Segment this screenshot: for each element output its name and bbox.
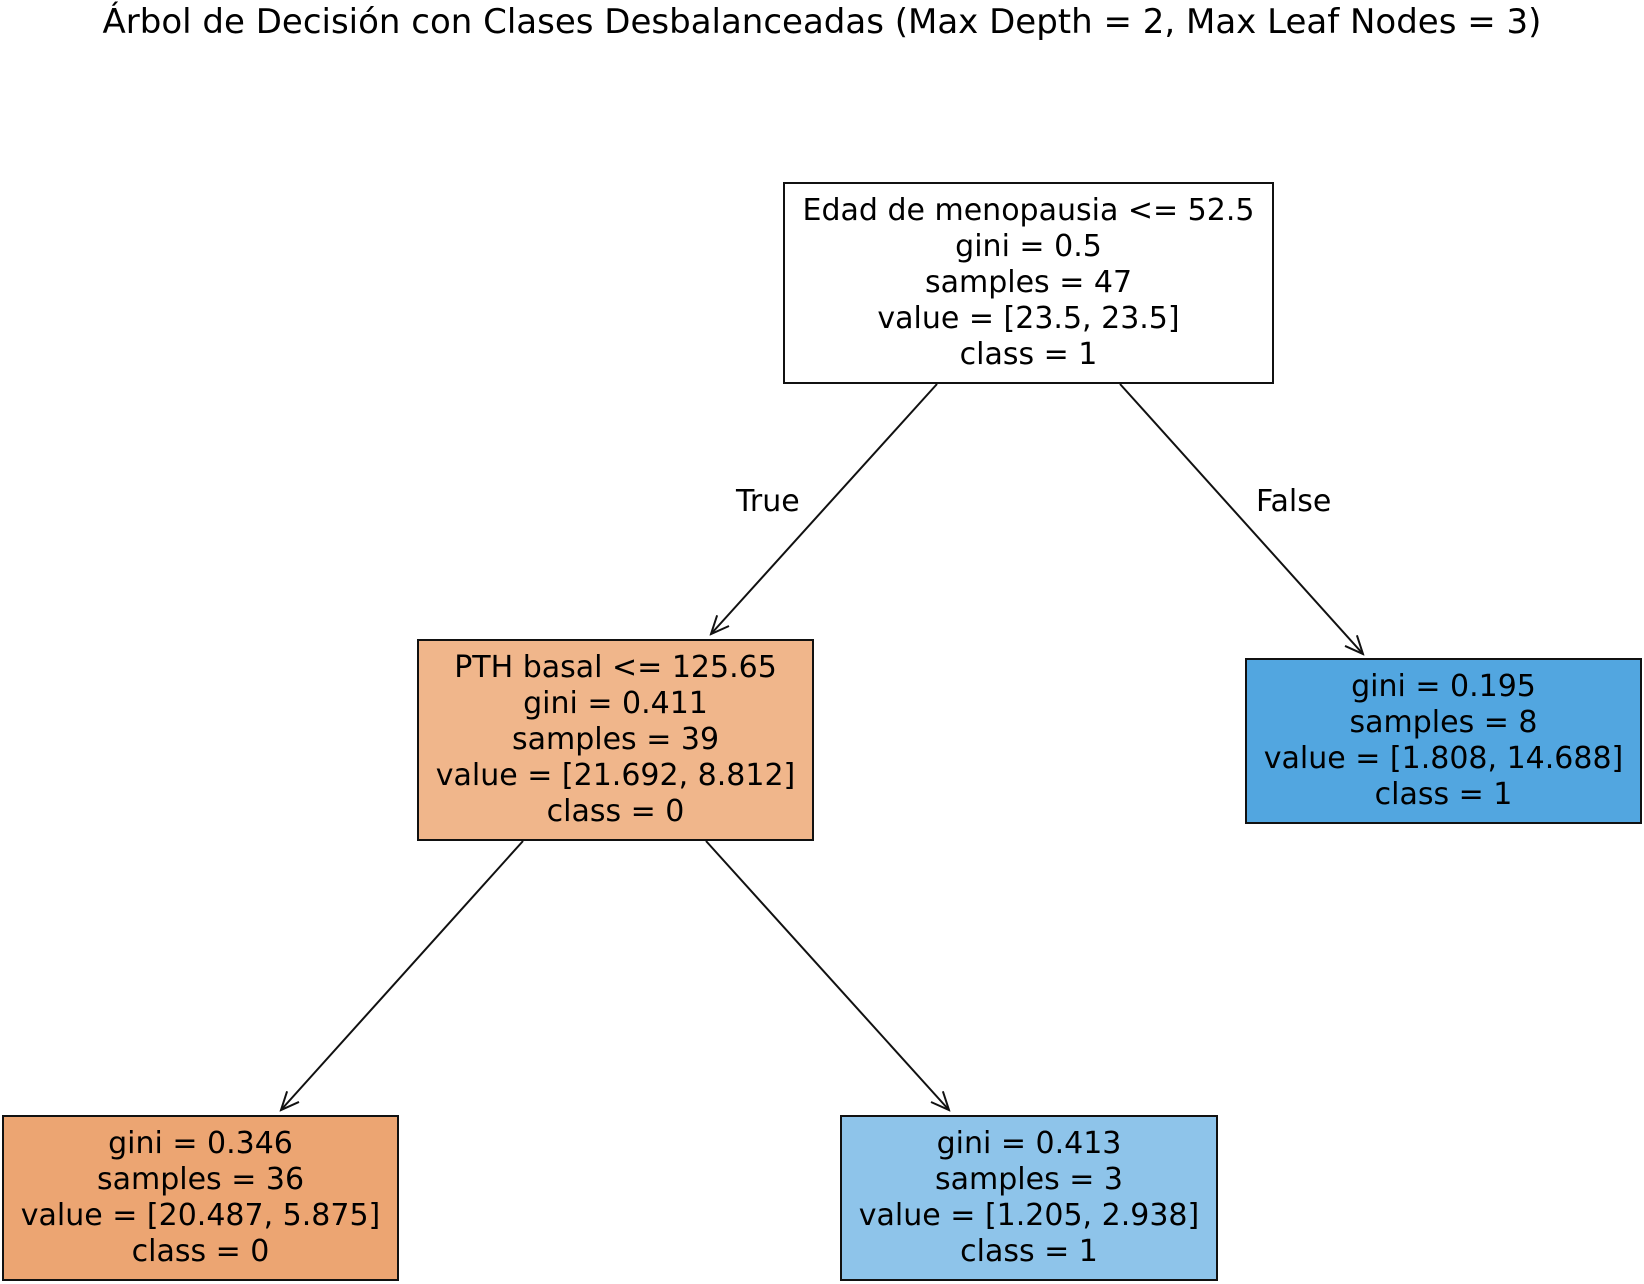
- node-root-gini: gini = 0.5: [955, 229, 1102, 264]
- node-left: PTH basal <= 125.65 gini = 0.411 samples…: [417, 639, 814, 841]
- edge-left-to-left-left-leaf: [281, 840, 524, 1110]
- node-root-samples: samples = 47: [924, 265, 1133, 300]
- node-left-left-leaf-samples: samples = 36: [96, 1162, 305, 1197]
- node-left-samples: samples = 39: [511, 722, 720, 757]
- node-root-class: class = 1: [959, 337, 1098, 372]
- node-left-right-leaf-value: value = [1.205, 2.938]: [858, 1198, 1200, 1233]
- node-left-left-leaf-value: value = [20.487, 5.875]: [20, 1198, 381, 1233]
- node-left-left-leaf-gini: gini = 0.346: [108, 1126, 293, 1161]
- node-left-gini: gini = 0.411: [523, 686, 708, 721]
- node-right-leaf-value: value = [1.808, 14.688]: [1263, 741, 1624, 776]
- edge-root-to-right-leaf: [1119, 383, 1363, 654]
- diagram-title: Árbol de Decisión con Clases Desbalancea…: [102, 2, 1542, 42]
- node-left-value: value = [21.692, 8.812]: [435, 758, 796, 793]
- node-root: Edad de menopausia <= 52.5 gini = 0.5 sa…: [783, 182, 1274, 384]
- node-left-right-leaf-gini: gini = 0.413: [936, 1126, 1122, 1161]
- node-left-split: PTH basal <= 125.65: [454, 650, 777, 685]
- edge-left-to-left-right-leaf: [705, 840, 949, 1110]
- node-left-right-leaf: gini = 0.413 samples = 3 value = [1.205,…: [840, 1115, 1218, 1281]
- node-right-leaf-gini: gini = 0.195: [1351, 669, 1536, 704]
- node-right-leaf-class: class = 1: [1374, 777, 1513, 812]
- node-root-value: value = [23.5, 23.5]: [877, 301, 1180, 336]
- edge-label-false: False: [1256, 484, 1332, 519]
- node-right-leaf-samples: samples = 8: [1349, 705, 1538, 740]
- node-left-class: class = 0: [546, 794, 685, 829]
- node-left-left-leaf: gini = 0.346 samples = 36 value = [20.48…: [2, 1115, 399, 1281]
- node-root-split: Edad de menopausia <= 52.5: [802, 193, 1255, 228]
- node-left-right-leaf-samples: samples = 3: [935, 1162, 1123, 1197]
- edge-label-true: True: [736, 484, 800, 519]
- node-left-right-leaf-class: class = 1: [960, 1234, 1098, 1269]
- edge-root-to-left: [711, 383, 938, 634]
- node-right-leaf: gini = 0.195 samples = 8 value = [1.808,…: [1245, 658, 1642, 824]
- node-left-left-leaf-class: class = 0: [131, 1234, 270, 1269]
